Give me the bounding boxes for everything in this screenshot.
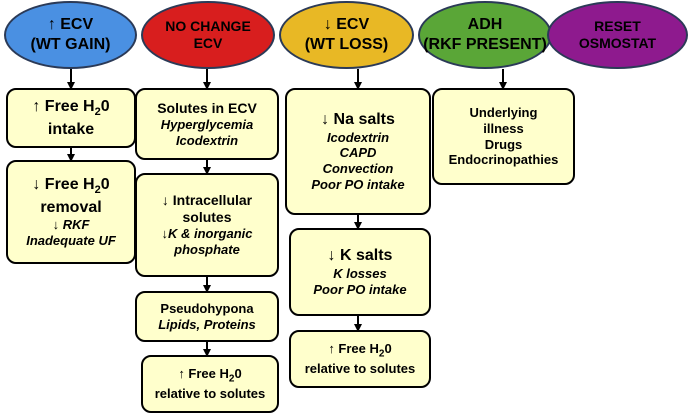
free-water-removal-line1: ↓ Free H20	[32, 176, 110, 197]
solutes-item-icodextrin: Icodextrin	[175, 132, 239, 148]
adh-cause-endocrinopathies: Endocrinopathies	[448, 152, 559, 168]
header-ecv-loss-line2: (WT LOSS)	[304, 36, 389, 53]
intracellular-line2: solutes	[182, 209, 232, 226]
free-water-relative-nochange-line2: relative to solutes	[154, 385, 266, 401]
box-k-salts: ↓ K salts K losses Poor PO intake	[289, 228, 431, 316]
k-salts-title: ↓ K salts	[327, 247, 393, 265]
free-water-intake-line1: ↑ Free H20	[32, 97, 110, 119]
free-water-relative-nochange-line1: ↑ Free H20	[178, 366, 242, 385]
header-adh: ADH (RKF PRESENT)	[418, 1, 552, 69]
na-salts-item-po: Poor PO intake	[311, 177, 405, 193]
box-free-water-relative-nochange: ↑ Free H20 relative to solutes	[141, 355, 279, 413]
box-free-water-intake: ↑ Free H20 intake	[6, 88, 136, 148]
header-ecv-gain-line2: (WT GAIN)	[30, 36, 111, 53]
pseudohypona-item: Lipids, Proteins	[158, 316, 256, 332]
na-salts-item-icodextrin: Icodextrin	[326, 129, 390, 145]
header-no-change-line1: NO CHANGE	[165, 17, 251, 34]
solutes-item-hyperglycemia: Hyperglycemia	[160, 116, 254, 132]
box-free-water-relative-loss: ↑ Free H20 relative to solutes	[289, 330, 431, 388]
box-adh-causes: Underlying illness Drugs Endocrinopathie…	[432, 88, 575, 185]
box-solutes-in-ecv: Solutes in ECV Hyperglycemia Icodextrin	[135, 88, 279, 160]
header-adh-line1: ADH	[467, 16, 503, 34]
adh-cause-drugs: Drugs	[484, 136, 523, 152]
adh-cause-underlying: Underlying	[469, 104, 538, 120]
k-salts-item-losses: K losses	[333, 265, 387, 281]
header-ecv-gain-line1: ↑ ECV	[47, 16, 94, 34]
header-no-change-line2: ECV	[193, 35, 223, 51]
intracellular-item-k: ↓K & inorganic	[161, 226, 253, 242]
header-reset-line1: RESET	[594, 17, 641, 34]
free-water-removal-uf: Inadequate UF	[26, 233, 116, 249]
header-no-change-ecv: NO CHANGE ECV	[141, 1, 275, 69]
box-na-salts: ↓ Na salts Icodextrin CAPD Convection Po…	[285, 88, 431, 215]
box-free-water-removal: ↓ Free H20 removal ↓ RKF Inadequate UF	[6, 160, 136, 264]
header-adh-line2: (RKF PRESENT)	[423, 36, 547, 53]
header-ecv-loss-line1: ↓ ECV	[323, 16, 370, 34]
header-reset-line2: OSMOSTAT	[578, 35, 657, 51]
free-water-intake-line2: intake	[47, 120, 95, 138]
free-water-relative-loss-line2: relative to solutes	[304, 360, 416, 376]
solutes-in-ecv-title: Solutes in ECV	[157, 99, 257, 116]
header-ecv-loss: ↓ ECV (WT LOSS)	[279, 1, 414, 69]
box-pseudohypona: Pseudohypona Lipids, Proteins	[135, 291, 279, 342]
na-salts-item-capd: CAPD	[339, 145, 377, 161]
k-salts-item-po: Poor PO intake	[313, 281, 407, 297]
adh-cause-illness: illness	[483, 120, 524, 136]
pseudohypona-title: Pseudohypona	[160, 300, 254, 316]
header-ecv-gain: ↑ ECV (WT GAIN)	[4, 1, 137, 69]
box-intracellular-solutes: ↓ Intracellular solutes ↓K & inorganic p…	[135, 173, 279, 277]
free-water-removal-line2: removal	[40, 198, 102, 216]
free-water-relative-loss-line1: ↑ Free H20	[328, 341, 392, 360]
intracellular-line1: ↓ Intracellular	[161, 192, 253, 209]
intracellular-item-phosphate: phosphate	[174, 242, 240, 258]
free-water-removal-rkf: ↓ RKF	[52, 217, 90, 233]
header-reset-osmostat: RESET OSMOSTAT	[547, 1, 688, 69]
na-salts-item-convection: Convection	[322, 161, 394, 177]
na-salts-title: ↓ Na salts	[321, 111, 395, 129]
